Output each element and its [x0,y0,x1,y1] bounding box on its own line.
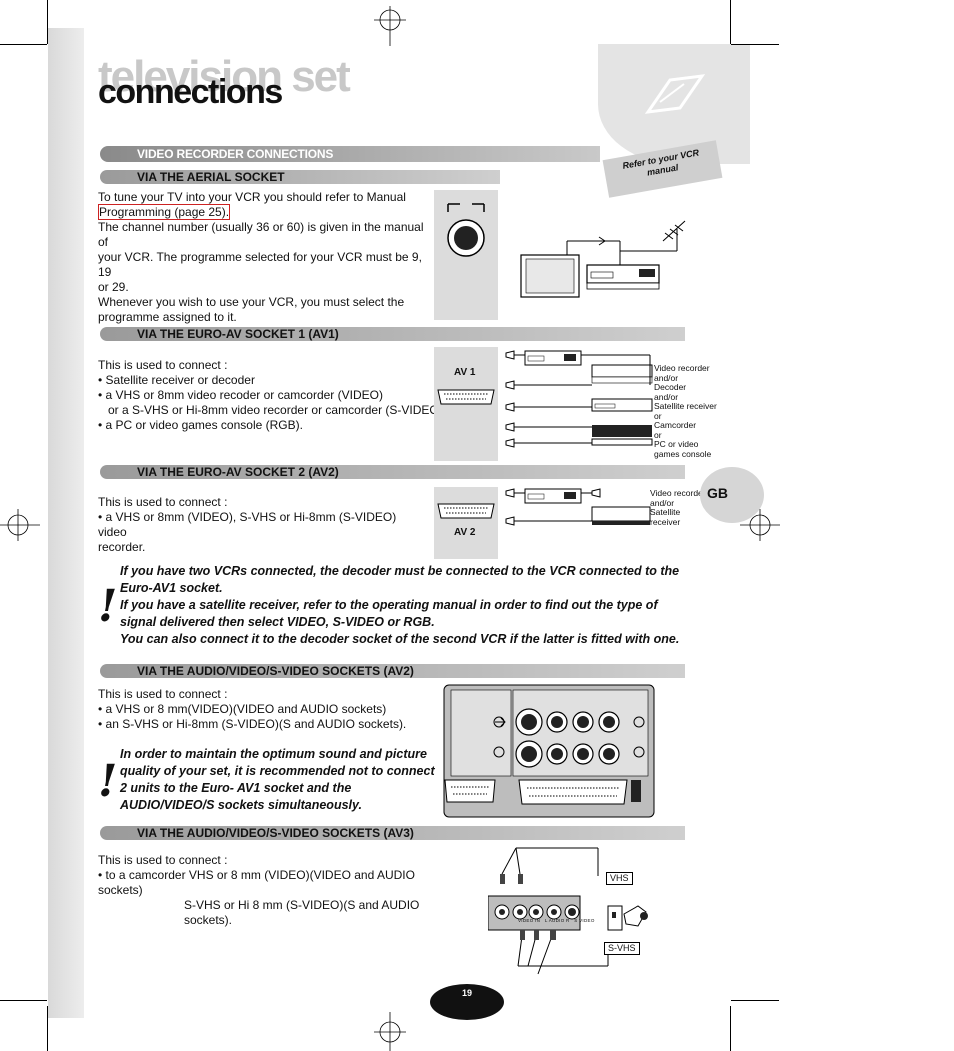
gb-badge-circle [700,467,764,523]
title-line1: television set [98,52,351,101]
section-header: VIDEO RECORDER CONNECTIONS [137,147,334,161]
av1-diagram [505,350,653,448]
title-line2: connections [98,73,283,111]
page-number: 19 [461,988,472,998]
aerial-diagram [520,220,686,298]
warning-2-exclaim-icon: ! [98,756,118,807]
gb-badge: GB [707,485,728,501]
avs3-heading: VIA THE AUDIO/VIDEO/S-VIDEO SOCKETS (AV3… [137,826,414,840]
av1-socket-panel: AV 1 [434,347,498,461]
av3-panel-labels: VIDEO IN L AUDIO R S VIDEO [518,918,595,923]
avs2-text: This is used to connect : • a VHS or 8 m… [98,687,407,731]
aerial-text: To tune your TV into your VCR you should… [98,190,424,324]
av1-heading-band [100,327,685,341]
aerial-heading: VIA THE AERIAL SOCKET [137,170,285,184]
registration-mark-right-icon [740,509,780,541]
tv-logo-icon [644,74,706,114]
avs2-heading: VIA THE AUDIO/VIDEO/S-VIDEO SOCKETS (AV2… [137,664,414,678]
av2-socket-panel: AV 2 [434,487,498,559]
vhs-label: VHS [606,872,633,885]
aerial-heading-band [100,170,500,184]
page-number-oval [430,984,504,1020]
av2-heading: VIA THE EURO-AV SOCKET 2 (AV2) [137,465,339,479]
av1-device-labels: Video recorder and/or Decoder and/or Sat… [654,363,717,459]
av2-diagram [505,488,651,526]
warning-1-text: If you have two VCRs connected, the deco… [120,564,680,646]
registration-mark-top-icon [374,6,406,46]
avs3-text: This is used to connect : • to a camcord… [98,853,420,927]
page-25-link[interactable]: Programming (page 25). [98,204,231,220]
av1-heading: VIA THE EURO-AV SOCKET 1 (AV1) [137,327,339,341]
scart-socket-av2-icon [437,503,495,519]
aerial-socket-icon [447,203,485,257]
av2-socket-label: AV 2 [454,527,476,538]
registration-mark-bottom-icon [374,1012,406,1051]
warning-2-text: In order to maintain the optimum sound a… [120,747,435,812]
av2-heading-band [100,465,685,479]
aerial-socket-panel [434,190,498,320]
av2-rear-panel-diagram [443,684,655,818]
svhs-label: S-VHS [604,942,640,955]
scart-socket-icon [437,389,495,405]
corner-gray-shape [598,44,750,164]
avs3-heading-band [100,826,685,840]
avs2-heading-band [100,664,685,678]
warning-exclaim-icon: ! [98,581,118,632]
left-gray-sidebar [48,28,84,1018]
av2-text: This is used to connect : • a VHS or 8mm… [98,495,397,554]
registration-mark-left-icon [0,509,40,541]
refer-note-tag: Refer to your VCR manual [602,140,723,198]
section-header-band [100,146,600,162]
av3-front-panel-diagram [488,847,648,975]
av2-device-labels: Video recorder and/or Satellite receiver [650,488,706,527]
av1-socket-label: AV 1 [454,367,476,378]
av1-text: This is used to connect : • Satellite re… [98,358,443,432]
